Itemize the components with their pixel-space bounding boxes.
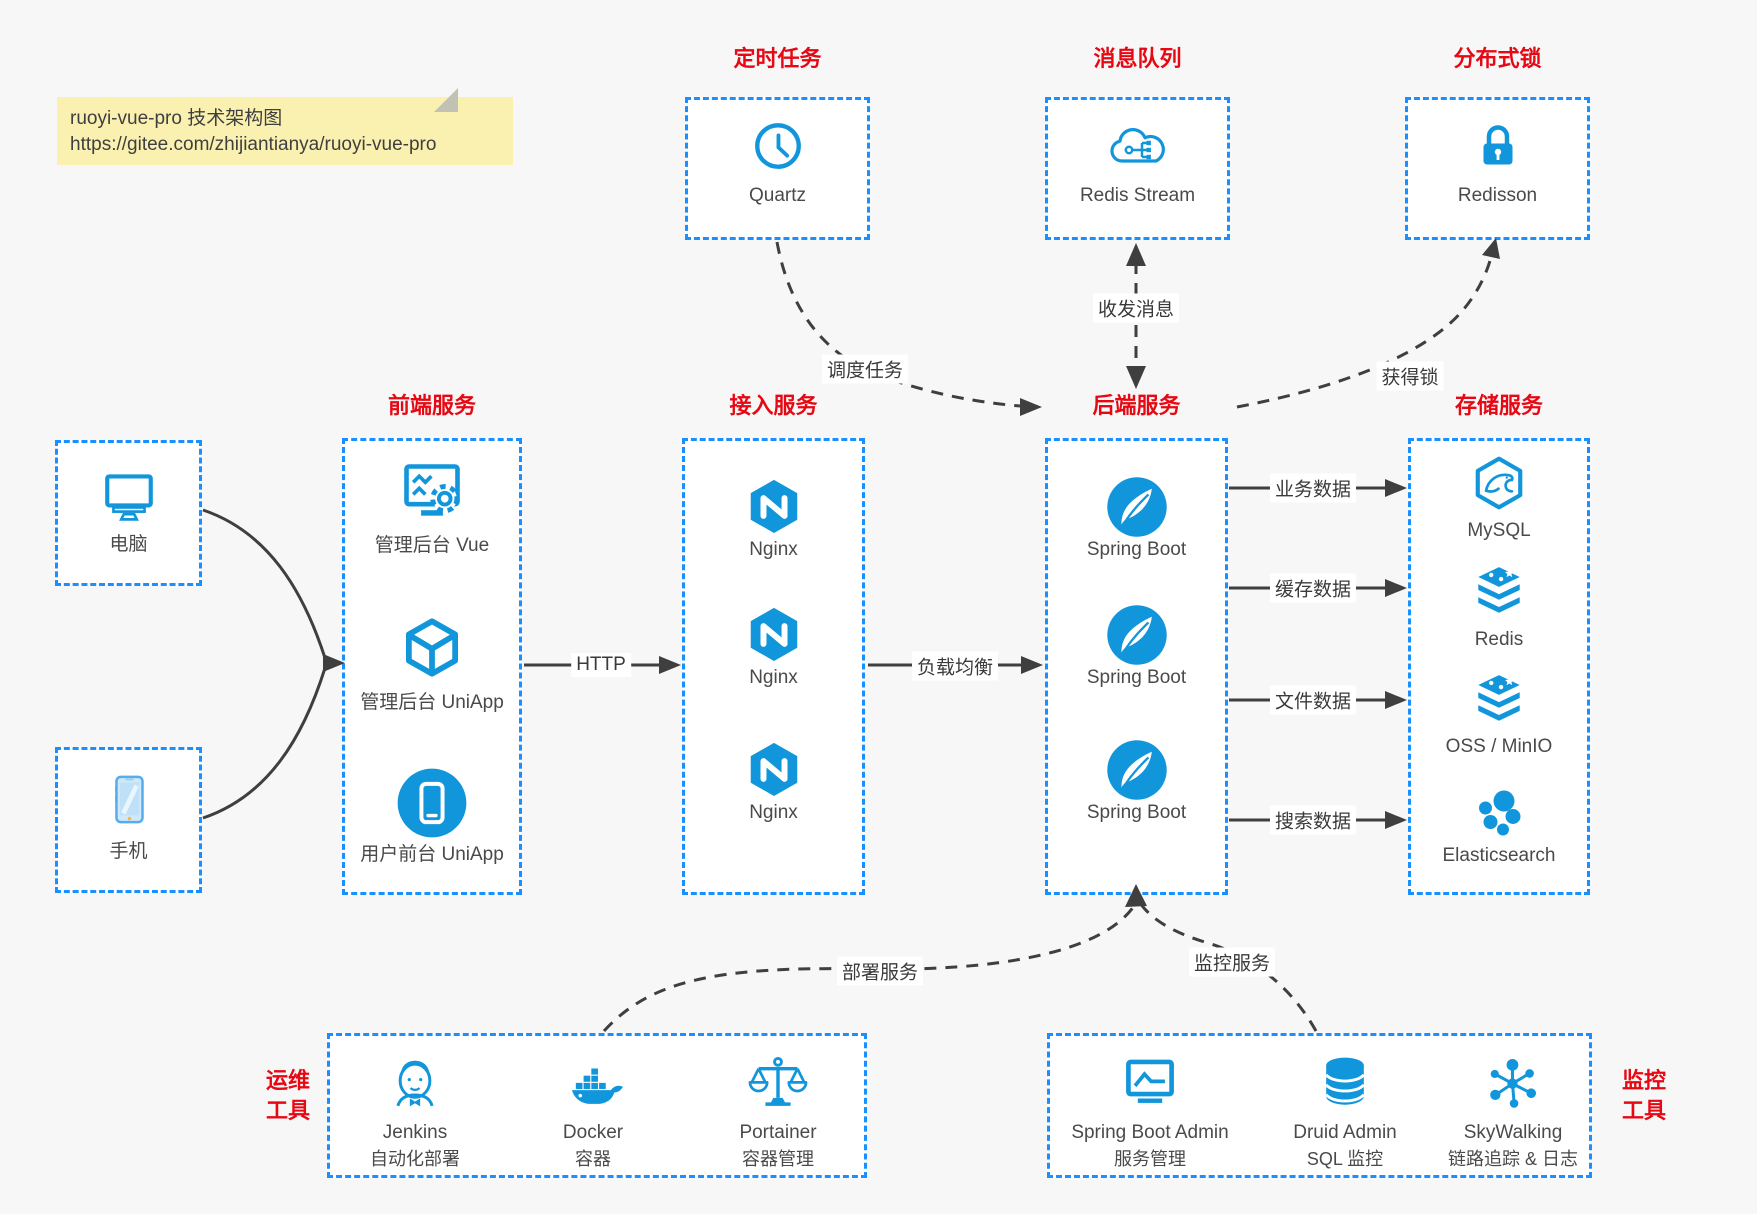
edge-label-http: HTTP xyxy=(571,653,631,677)
scheduler-item: Quartz xyxy=(685,97,870,240)
storage-title: 存储服务 xyxy=(1454,393,1543,418)
elasticsearch-icon xyxy=(1479,790,1521,836)
redis-icon xyxy=(1478,567,1520,613)
mq-title: 消息队列 xyxy=(1093,46,1182,71)
user-uniapp-icon xyxy=(397,768,467,838)
mq-item: Redis Stream xyxy=(1045,97,1230,240)
desktop-icon xyxy=(104,474,153,521)
jenkins-name: Jenkins xyxy=(382,1122,448,1143)
mq-box xyxy=(1045,97,1230,240)
edge-label-business-data: 业务数据 xyxy=(1269,473,1357,503)
spring-boot-admin-name: Spring Boot Admin xyxy=(1071,1122,1229,1143)
note-fold-corner xyxy=(434,88,458,112)
spring-boot-admin-icon xyxy=(1126,1059,1174,1103)
nginx-icon xyxy=(750,479,797,534)
nginx-label: Nginx xyxy=(749,802,798,823)
skywalking-name: SkyWalking xyxy=(1463,1122,1563,1143)
portainer-name: Portainer xyxy=(739,1122,817,1143)
lock-box xyxy=(1405,97,1590,240)
note-title: ruoyi-vue-pro 技术架构图 xyxy=(70,108,283,129)
cloud-share-icon xyxy=(1109,128,1165,163)
quartz-label: Quartz xyxy=(748,185,807,206)
storage-items: MySQL Redis OSS / MinIO Elasticsearch xyxy=(1408,438,1590,895)
arrow-phone-to-frontend xyxy=(202,667,327,820)
redis-label: Redis xyxy=(1474,629,1524,650)
phone-item: 手机 xyxy=(55,747,202,893)
arrow-deploy xyxy=(602,905,1136,1033)
druid-admin-icon xyxy=(1325,1057,1365,1105)
nginx-icon xyxy=(750,742,797,797)
monitoring-box xyxy=(1047,1033,1592,1178)
spring-boot-label: Spring Boot xyxy=(1086,539,1187,560)
jenkins-desc: 自动化部署 xyxy=(370,1149,460,1169)
frontend-title: 前端服务 xyxy=(387,393,476,418)
phone-label: 手机 xyxy=(109,841,148,862)
edge-label-file-data: 文件数据 xyxy=(1269,685,1357,715)
elasticsearch-label: Elasticsearch xyxy=(1442,845,1556,866)
redis-stream-label: Redis Stream xyxy=(1079,185,1196,206)
nginx-label: Nginx xyxy=(749,539,798,560)
docker-icon xyxy=(571,1068,623,1104)
gateway-items: Nginx Nginx Nginx xyxy=(682,438,865,895)
monitoring-side-title: 监控 工具 xyxy=(1621,1068,1666,1123)
arrow-pc-to-frontend xyxy=(202,508,327,659)
phone-icon xyxy=(114,775,144,824)
backend-title: 后端服务 xyxy=(1092,393,1181,418)
pc-label: 电脑 xyxy=(109,534,148,555)
devops-side-title: 运维 工具 xyxy=(265,1068,310,1123)
mysql-icon xyxy=(1475,456,1523,510)
edge-label-acquire-lock: 获得锁 xyxy=(1376,361,1444,391)
redisson-label: Redisson xyxy=(1457,185,1538,206)
spring-boot-label: Spring Boot xyxy=(1086,667,1187,688)
note-url: https://gitee.com/zhijiantianya/ruoyi-vu… xyxy=(70,134,437,155)
monitoring-items: Spring Boot Admin 服务管理 Druid Admin SQL 监… xyxy=(1047,1033,1592,1178)
skywalking-icon xyxy=(1490,1058,1537,1108)
portainer-icon xyxy=(748,1056,808,1106)
spring-boot-icon xyxy=(1106,477,1167,537)
mysql-label: MySQL xyxy=(1467,520,1531,541)
admin-vue-icon xyxy=(404,464,460,516)
edge-label-deploy: 部署服务 xyxy=(836,956,924,986)
frontend-item-label: 用户前台 UniApp xyxy=(360,844,504,865)
edge-label-monitor: 监控服务 xyxy=(1188,947,1276,977)
spring-boot-admin-desc: 服务管理 xyxy=(1114,1149,1186,1169)
lock-title: 分布式锁 xyxy=(1453,46,1542,71)
druid-admin-name: Druid Admin xyxy=(1293,1122,1397,1143)
lock-item: Redisson xyxy=(1405,97,1590,240)
edge-label-message: 收发消息 xyxy=(1092,293,1180,323)
edge-label-load-balance: 负载均衡 xyxy=(911,651,999,681)
spring-boot-label: Spring Boot xyxy=(1086,802,1187,823)
spring-boot-icon xyxy=(1106,740,1167,800)
arrow-monitor xyxy=(1138,902,1318,1032)
backend-items: Spring Boot Spring Boot Spring Boot xyxy=(1045,438,1228,895)
scheduler-title: 定时任务 xyxy=(733,46,822,71)
spring-boot-icon xyxy=(1106,605,1167,665)
jenkins-icon xyxy=(396,1060,434,1107)
pc-item: 电脑 xyxy=(55,440,202,586)
oss-minio-icon xyxy=(1478,675,1520,721)
storage-box xyxy=(1408,438,1590,895)
lock-icon xyxy=(1483,125,1512,165)
docker-desc: 容器 xyxy=(575,1149,611,1169)
devops-items: Jenkins 自动化部署 Docker 容器 Portainer 容器管理 xyxy=(327,1033,867,1178)
gateway-title: 接入服务 xyxy=(729,393,818,418)
druid-admin-desc: SQL 监控 xyxy=(1306,1149,1384,1169)
frontend-items: 管理后台 Vue 管理后台 UniApp 用户前台 UniApp xyxy=(342,438,522,895)
docker-name: Docker xyxy=(562,1122,624,1143)
portainer-desc: 容器管理 xyxy=(742,1149,814,1169)
arrow-acquire-lock xyxy=(1236,256,1493,409)
oss-minio-label: OSS / MinIO xyxy=(1445,736,1553,757)
edge-label-cache-data: 缓存数据 xyxy=(1269,573,1357,603)
frontend-item-label: 管理后台 Vue xyxy=(374,535,490,556)
cube-icon xyxy=(406,618,458,677)
sticky-note: ruoyi-vue-pro 技术架构图 https://gitee.com/zh… xyxy=(57,97,513,165)
edge-label-schedule: 调度任务 xyxy=(821,354,909,384)
nginx-label: Nginx xyxy=(749,667,798,688)
skywalking-desc: 链路追踪 & 日志 xyxy=(1447,1149,1578,1169)
nginx-icon xyxy=(750,607,797,662)
edge-label-search-data: 搜索数据 xyxy=(1269,805,1357,835)
arrowheads xyxy=(323,238,1500,907)
clock-icon xyxy=(754,123,801,169)
frontend-item-label: 管理后台 UniApp xyxy=(360,692,504,713)
